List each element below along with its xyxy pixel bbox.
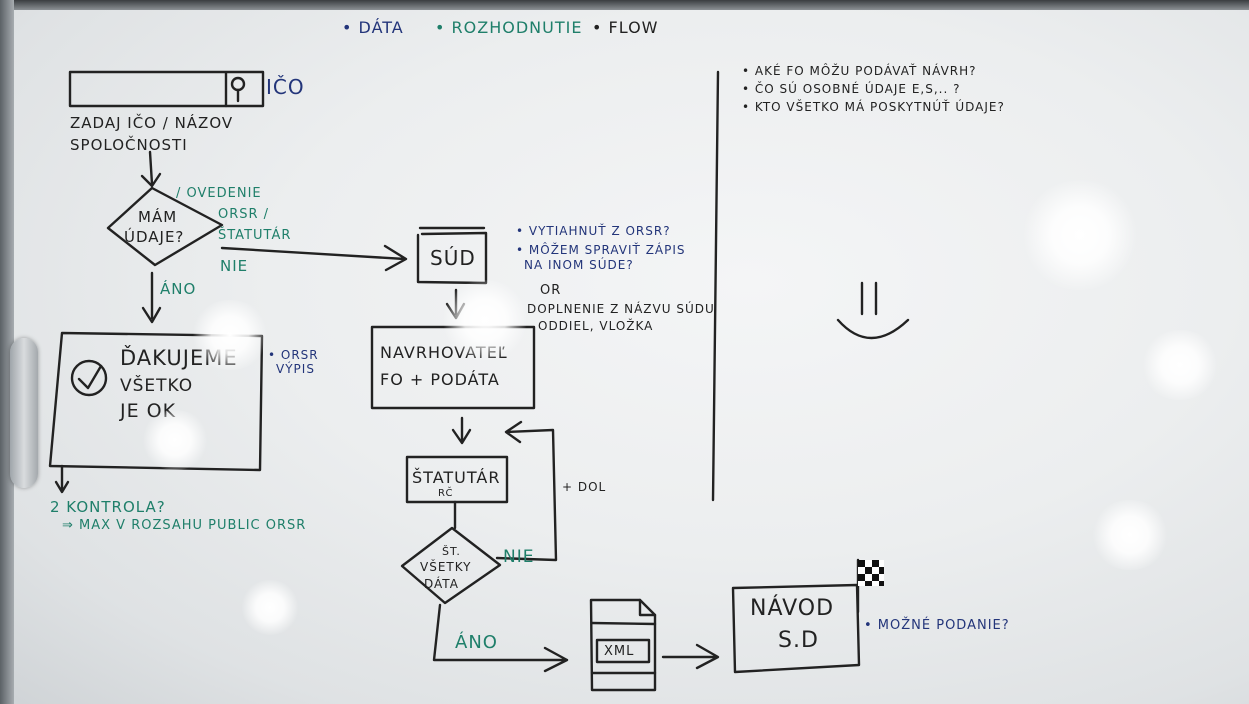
court-fill-2: ODDIEL, VLOŽKA <box>538 319 654 333</box>
decision1-note-3: ŠTATUTÁR <box>218 228 292 243</box>
prompt-line-2: SPOLOČNOSTI <box>70 136 188 154</box>
decision1-note-2: ORSR / <box>218 207 270 222</box>
light-glare <box>1140 330 1220 400</box>
legend-data: • DÁTA <box>342 18 404 37</box>
decision2-no: NIE <box>503 547 535 567</box>
board-top-frame <box>0 0 1249 10</box>
search-icon <box>230 76 246 92</box>
control-line-2: ⇒ MAX V ROZSAHU PUBLIC ORSR <box>62 518 307 533</box>
decision1-text-1: MÁM <box>138 208 178 226</box>
decision1-note-1: / OVEDENIE <box>176 186 262 201</box>
question-3: • KTO VŠETKO MÁ POSKYTNÚŤ ÚDAJE? <box>742 100 1005 114</box>
statutar-add: + DOL <box>562 480 607 494</box>
board-left-frame <box>0 0 14 704</box>
guide-line-1: NÁVOD <box>750 596 835 621</box>
decision-diamond-2 <box>400 526 502 605</box>
court-label: SÚD <box>430 246 476 270</box>
legend-flow: • FLOW <box>592 18 659 37</box>
court-note-1: • VYTIAHNUŤ Z ORSR? <box>516 224 671 238</box>
thanks-note-1: • ORSR <box>268 348 319 362</box>
decision2-text-1: ŠT. <box>442 545 461 558</box>
smiley-mouth <box>836 318 910 340</box>
light-glare <box>1020 180 1140 290</box>
decision2-text-3: DÁTA <box>424 577 459 591</box>
checkered-flag-icon <box>858 560 884 586</box>
decision2-text-2: VŠETKY <box>420 560 472 574</box>
board-clip <box>10 338 38 488</box>
decision1-no: NIE <box>220 257 249 275</box>
light-glare <box>1090 500 1170 570</box>
statutar-line-1: ŠTATUTÁR <box>412 468 501 487</box>
xml-label: XML <box>604 644 635 659</box>
light-glare <box>440 280 530 360</box>
proposer-line-2: FO + PODÁTA <box>380 370 500 389</box>
check-circle-icon <box>70 359 108 397</box>
court-fill-1: DOPLNENIE Z NÁZVU SÚDU <box>527 302 715 316</box>
statutar-box-frame <box>405 455 509 504</box>
thanks-note-2: VÝPIS <box>276 362 315 376</box>
ico-input-box <box>68 70 265 108</box>
court-note-3: NA INOM SÚDE? <box>524 258 634 272</box>
prompt-line-1: ZADAJ IČO / NÁZOV <box>70 114 234 132</box>
control-line-1: 2 KONTROLA? <box>50 498 166 516</box>
light-glare <box>240 580 300 635</box>
question-1: • AKÉ FO MÔŽU PODÁVAŤ NÁVRH? <box>742 64 977 78</box>
question-2: • ČO SÚ OSOBNÉ ÚDAJE E,S,.. ? <box>742 82 961 96</box>
guide-box-frame <box>731 583 861 674</box>
court-or: OR <box>540 283 562 298</box>
decision-diamond-1 <box>106 186 224 267</box>
decision1-yes: ÁNO <box>160 280 197 298</box>
legend-decision: • ROZHODNUTIE <box>435 18 583 37</box>
decision2-yes: ÁNO <box>455 632 498 653</box>
guide-note: • MOŽNÉ PODANIE? <box>864 618 1010 633</box>
xml-document-icon <box>589 598 657 692</box>
light-glare <box>190 300 270 370</box>
guide-line-2: S.D <box>778 628 819 653</box>
court-note-2: • MÔŽEM SPRAVIŤ ZÁPIS <box>516 243 686 257</box>
thanks-line-2: VŠETKO <box>120 376 194 396</box>
ico-label: IČO <box>266 75 305 99</box>
statutar-line-2: RČ <box>438 488 454 499</box>
decision1-text-2: ÚDAJE? <box>124 228 185 246</box>
light-glare <box>140 410 210 470</box>
